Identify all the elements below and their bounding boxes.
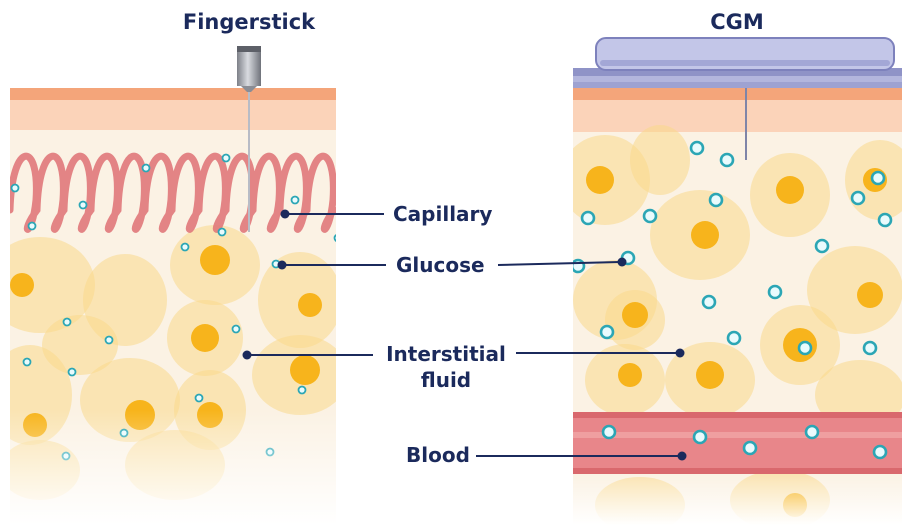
cell-nucleus bbox=[200, 245, 230, 275]
title-cgm-text: CGM bbox=[710, 10, 764, 34]
glucose-molecule bbox=[603, 426, 615, 438]
glucose-molecule bbox=[182, 244, 189, 251]
blood-label: Blood bbox=[406, 443, 470, 467]
glucose-molecule bbox=[864, 342, 876, 354]
skin-top-layer bbox=[10, 88, 336, 100]
glucose-molecule bbox=[874, 446, 886, 458]
glucose-molecule bbox=[691, 142, 703, 154]
cell-nucleus bbox=[857, 282, 883, 308]
cell bbox=[630, 125, 690, 195]
glucose-molecule bbox=[644, 210, 656, 222]
cell-nucleus bbox=[776, 176, 804, 204]
glucose-molecule bbox=[80, 202, 87, 209]
glucose-molecule bbox=[12, 185, 19, 192]
glucose-molecule bbox=[335, 235, 342, 242]
blood-vessel bbox=[573, 412, 902, 474]
interstitial-label-line2: fluid bbox=[421, 368, 471, 392]
glucose-molecule bbox=[106, 337, 113, 344]
cell-nucleus bbox=[691, 221, 719, 249]
glucose-molecule bbox=[728, 332, 740, 344]
bottom-fade bbox=[10, 410, 336, 525]
glucose-molecule bbox=[572, 260, 584, 272]
glucose-molecule bbox=[292, 197, 299, 204]
glucose-molecule bbox=[694, 431, 706, 443]
bottom-fade bbox=[573, 474, 902, 525]
glucose-molecule bbox=[799, 342, 811, 354]
interstitial-label-line1: Interstitial bbox=[386, 342, 506, 366]
skin-top-layer bbox=[573, 88, 902, 100]
cell-nucleus bbox=[586, 166, 614, 194]
glucose-molecule bbox=[64, 319, 71, 326]
cell-nucleus bbox=[290, 355, 320, 385]
glucose-molecule bbox=[69, 369, 76, 376]
glucose-molecule bbox=[703, 296, 715, 308]
glucose-molecule bbox=[806, 426, 818, 438]
glucose-molecule bbox=[582, 212, 594, 224]
glucose-molecule bbox=[872, 172, 884, 184]
glucose-molecule bbox=[879, 214, 891, 226]
cell-nucleus bbox=[618, 363, 642, 387]
glucose-molecule bbox=[223, 155, 230, 162]
glucose-molecule bbox=[24, 359, 31, 366]
glucose-molecule bbox=[744, 442, 756, 454]
title-cgm: CGM bbox=[710, 10, 764, 34]
cell-nucleus bbox=[191, 324, 219, 352]
glucose-label: Glucose bbox=[396, 253, 485, 277]
glucose-molecule bbox=[219, 229, 226, 236]
capillary-label: Capillary bbox=[393, 202, 492, 226]
skin-layer bbox=[573, 100, 902, 132]
title-fingerstick: Fingerstick bbox=[183, 10, 316, 34]
glucose-molecule bbox=[721, 154, 733, 166]
glucose-molecule bbox=[769, 286, 781, 298]
fingerstick-panel bbox=[0, 88, 348, 525]
glucose-molecule bbox=[233, 326, 240, 333]
glucose-molecule bbox=[852, 192, 864, 204]
glucose-molecule bbox=[601, 326, 613, 338]
cell-nucleus bbox=[298, 293, 322, 317]
cell-nucleus bbox=[10, 273, 34, 297]
title-fingerstick-text: Fingerstick bbox=[183, 10, 316, 34]
glucose-molecule bbox=[816, 240, 828, 252]
cell-nucleus bbox=[696, 361, 724, 389]
glucose-molecule bbox=[196, 395, 203, 402]
glucose-molecule bbox=[143, 165, 150, 172]
cell bbox=[42, 315, 118, 375]
skin-layer bbox=[10, 100, 336, 130]
glucose-molecule bbox=[29, 223, 36, 230]
glucose-molecule bbox=[710, 194, 722, 206]
cell-nucleus bbox=[622, 302, 648, 328]
glucose-molecule bbox=[299, 387, 306, 394]
